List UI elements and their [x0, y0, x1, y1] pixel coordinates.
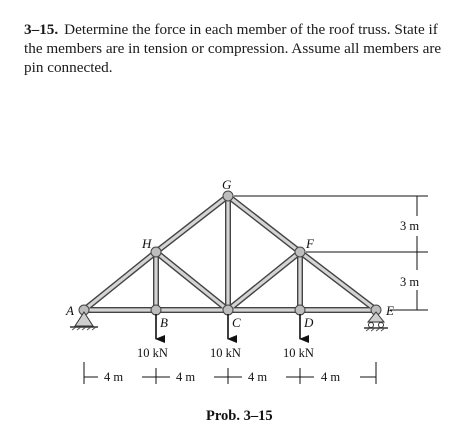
roller-support-e: [364, 311, 388, 332]
node-label-d: D: [303, 315, 314, 330]
node-label-a: A: [65, 303, 74, 318]
node-label-h: H: [141, 236, 152, 251]
span-dimension: [83, 362, 377, 384]
node-label-c: C: [232, 315, 241, 330]
height-dimension: [234, 195, 428, 311]
problem-number: 3–15.: [24, 21, 59, 38]
load-arrows: [155, 314, 309, 343]
span-label-1: 4 m: [104, 370, 123, 384]
span-label-4: 4 m: [321, 370, 340, 384]
load-label-d: 10 kN: [283, 346, 314, 360]
problem-text: Determine the force in each member of th…: [24, 21, 442, 76]
node-label-e: E: [385, 303, 394, 318]
node-label-g: G: [222, 177, 232, 192]
truss-members: [81, 193, 379, 313]
figure-caption: Prob. 3–15: [206, 408, 273, 424]
load-label-b: 10 kN: [137, 346, 168, 360]
height-label-2: 3 m: [400, 275, 419, 289]
node-label-b: B: [160, 315, 168, 330]
problem-statement: 3–15.Determine the force in each member …: [24, 20, 454, 77]
span-label-2: 4 m: [176, 370, 195, 384]
node-label-f: F: [305, 236, 315, 251]
gusset-plates: [78, 190, 382, 316]
height-label-1: 3 m: [400, 219, 419, 233]
pin-support-a: [70, 311, 98, 331]
span-label-3: 4 m: [248, 370, 267, 384]
load-label-c: 10 kN: [210, 346, 241, 360]
